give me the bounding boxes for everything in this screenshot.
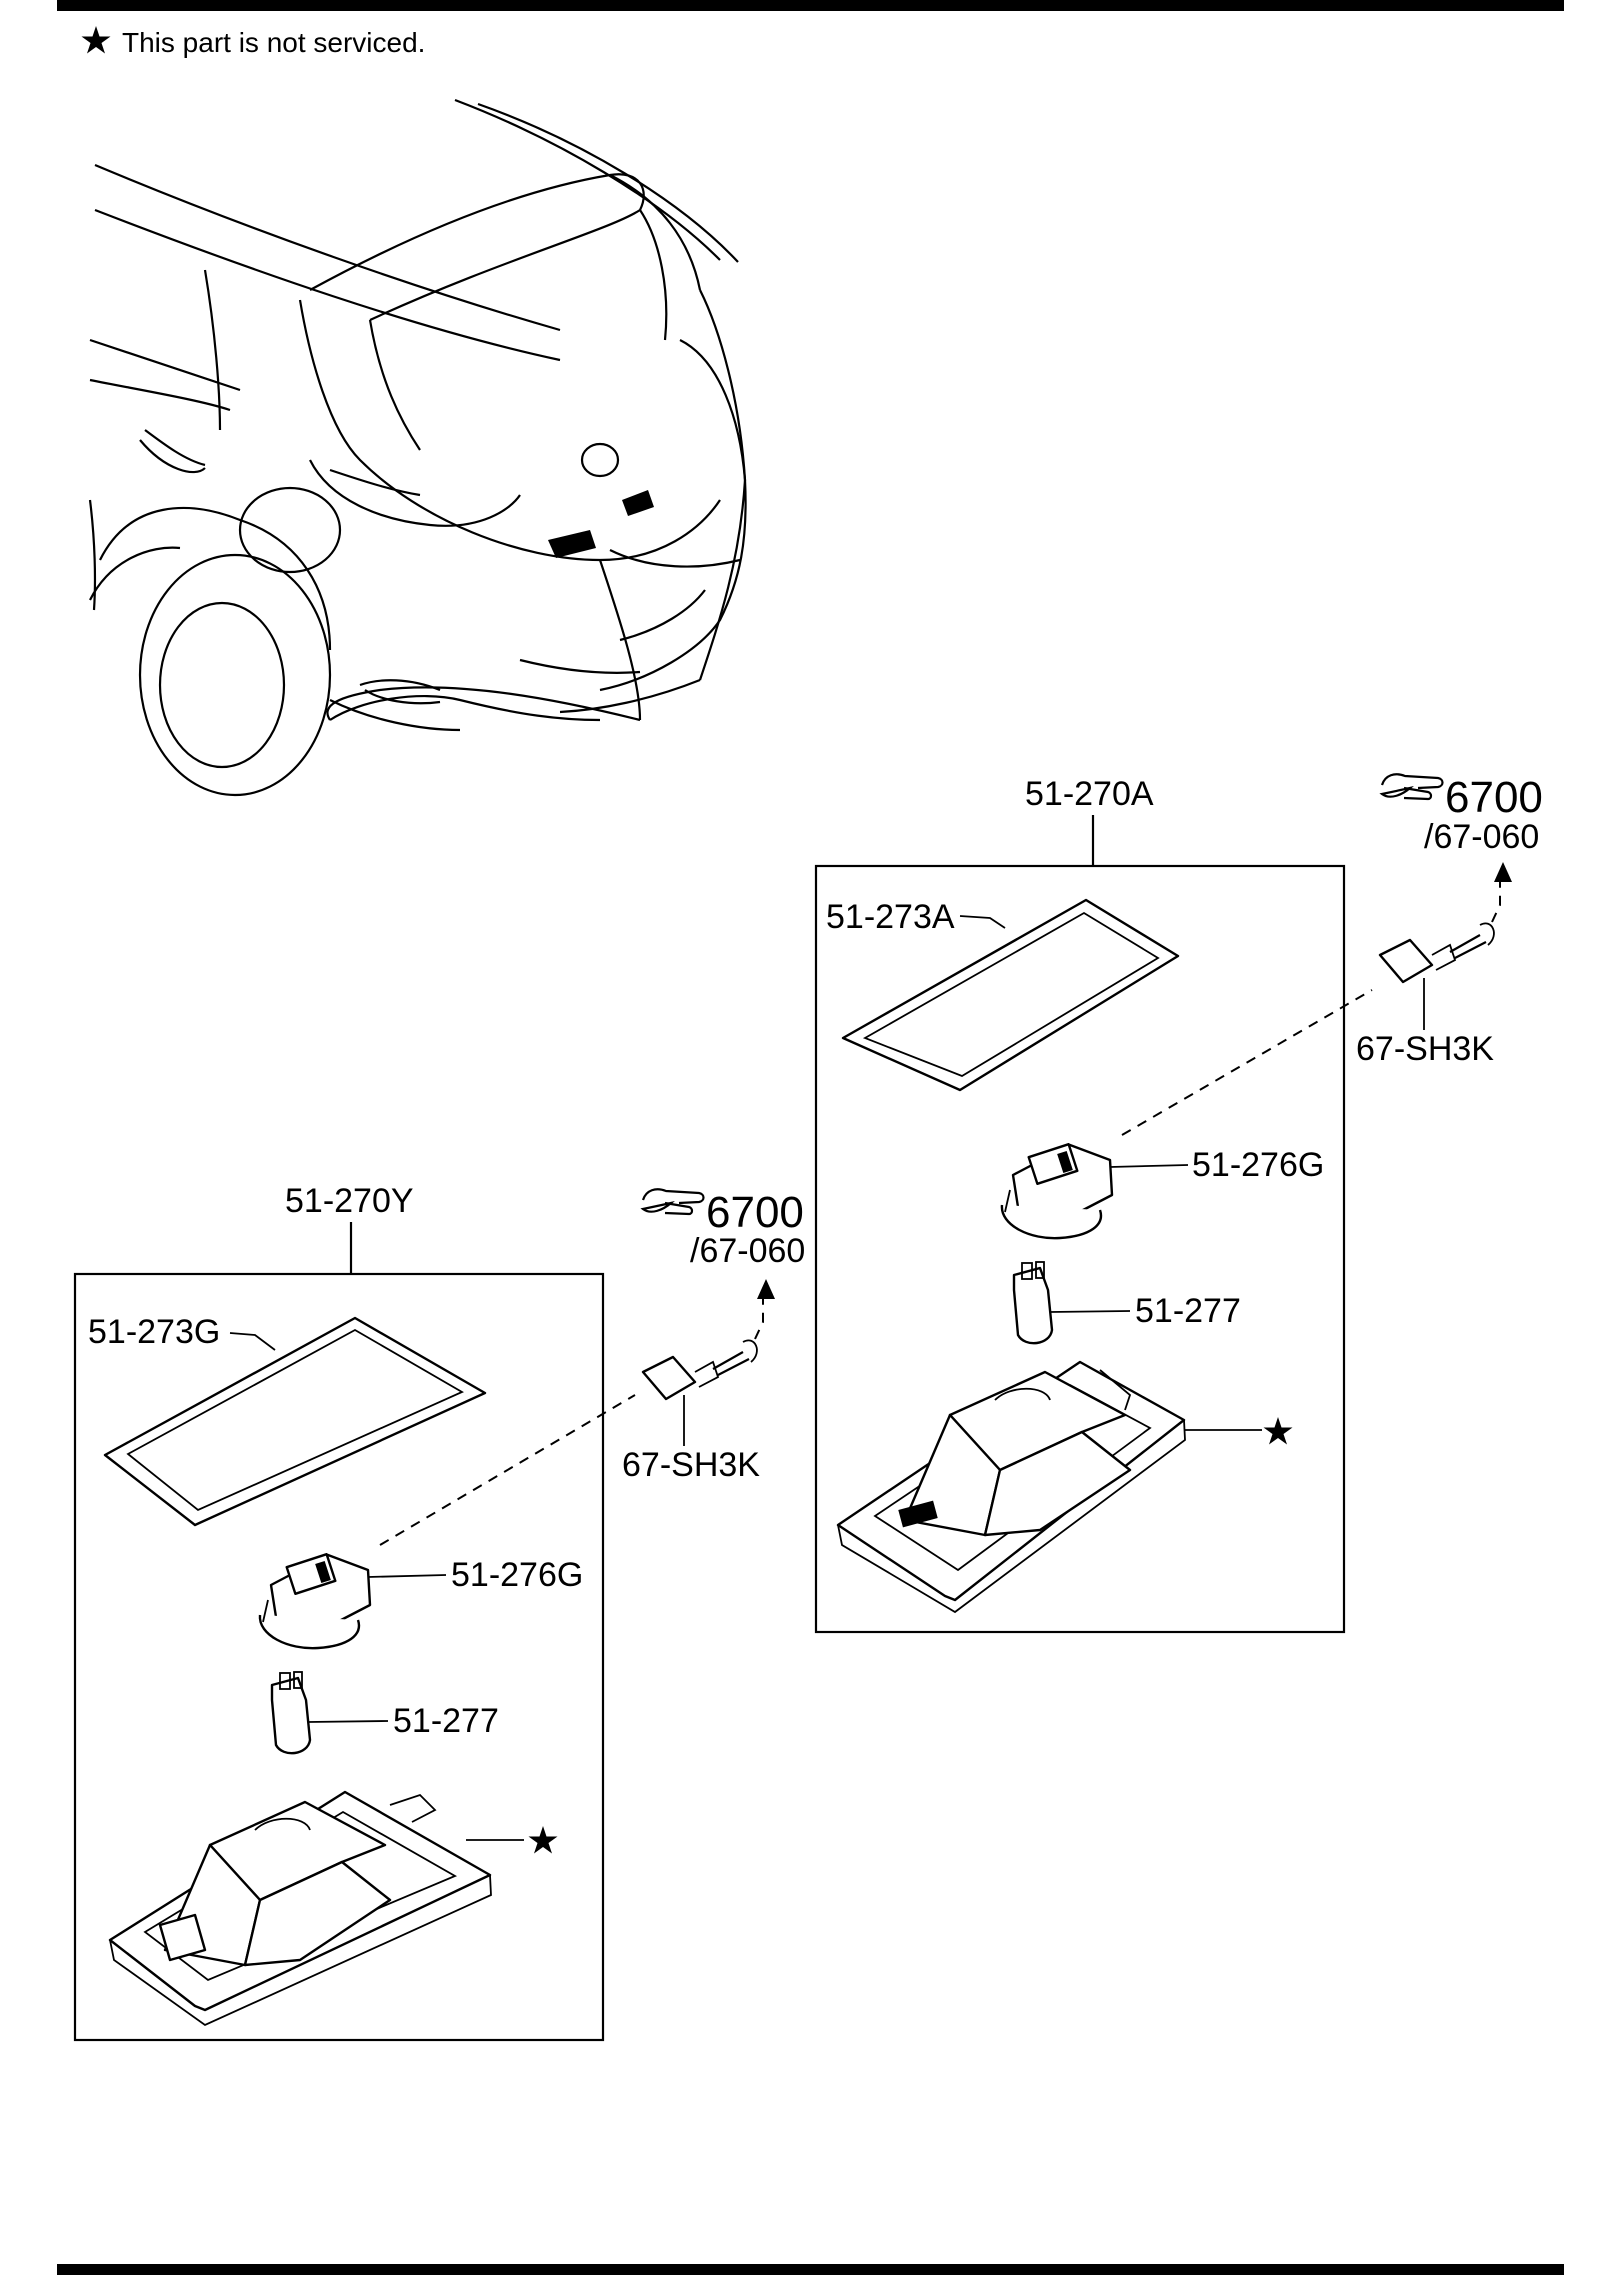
bulb-right: [1012, 1261, 1054, 1345]
connector-right: [1378, 862, 1512, 984]
pointing-hand-icon: [640, 1188, 705, 1216]
assembly-box-left: [73, 1272, 605, 2042]
ref-main-right: 6700: [1445, 773, 1543, 822]
cross-reference-left: 6700 /67-060: [640, 1188, 805, 1270]
top-border-bar: [57, 0, 1564, 11]
lens-label-right: 51-273A: [826, 898, 955, 936]
wire-path-left: [379, 1394, 636, 1546]
lens-leader-left: [229, 1332, 276, 1351]
lens-label-left: 51-273G: [88, 1313, 220, 1351]
ref-sub-right: /67-060: [1424, 818, 1539, 856]
assembly-left: 51-270Y 51-273G 51-276G 51-277: [73, 1182, 805, 2042]
socket-leader-right: [1109, 1164, 1189, 1168]
ref-main-left: 6700: [706, 1188, 804, 1237]
assembly-right: 51-270A 51-273A 51-276G 51-277: [814, 773, 1543, 1634]
housing-right: [836, 1360, 1186, 1614]
socket-label-right: 51-276G: [1192, 1146, 1324, 1184]
cross-reference-right: 6700 /67-060: [1379, 773, 1543, 856]
ref-sub-left: /67-060: [690, 1232, 805, 1270]
assembly-box-right: [814, 864, 1346, 1634]
lens-left: [103, 1316, 487, 1527]
socket-left: [258, 1552, 372, 1650]
header-note-text: This part is not serviced.: [122, 27, 425, 58]
bulb-label-right: 51-277: [1135, 1292, 1241, 1330]
housing-left: [108, 1790, 492, 2027]
vehicle-rear-illustration: [88, 98, 747, 797]
connector-left: [641, 1279, 775, 1401]
socket-right: [1000, 1142, 1114, 1240]
wire-path-right: [1121, 989, 1373, 1136]
assembly-label-right: 51-270A: [1025, 775, 1154, 813]
header-note: This part is not serviced.: [81, 26, 425, 58]
bulb-leader-right: [1049, 1310, 1131, 1313]
assembly-label-left: 51-270Y: [285, 1182, 414, 1220]
connector-label-right: 67-SH3K: [1356, 1030, 1494, 1068]
star-icon: [1263, 1417, 1293, 1445]
bulb-leader-left: [307, 1720, 389, 1723]
lens-right: [841, 898, 1180, 1092]
license-light-highlight: [548, 490, 654, 558]
socket-label-left: 51-276G: [451, 1556, 583, 1594]
lens-leader-right: [959, 915, 1006, 929]
pointing-hand-icon: [1379, 773, 1444, 801]
bottom-border-bar: [57, 2264, 1564, 2275]
star-icon: [81, 26, 111, 54]
connector-label-left: 67-SH3K: [622, 1446, 760, 1484]
bulb-label-left: 51-277: [393, 1702, 499, 1740]
bulb-left: [270, 1671, 312, 1755]
star-icon: [528, 1826, 558, 1854]
socket-leader-left: [367, 1574, 447, 1578]
